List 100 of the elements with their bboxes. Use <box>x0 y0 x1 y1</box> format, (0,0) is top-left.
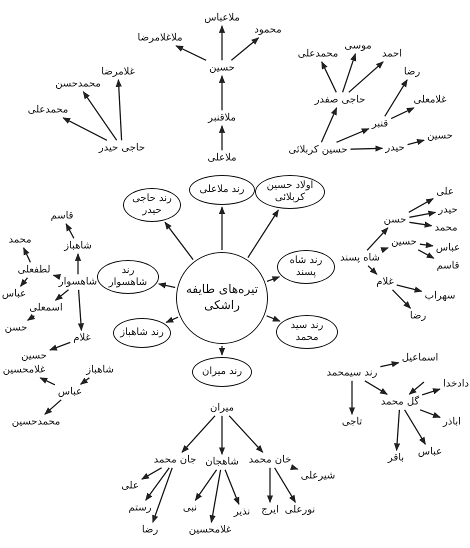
arrow <box>247 209 279 258</box>
arrow <box>266 276 280 282</box>
arrow <box>218 125 226 150</box>
name-label: حسین کربلائی <box>287 144 349 156</box>
arrow <box>164 222 194 260</box>
arrow <box>320 107 338 143</box>
name-label: غلام <box>72 332 92 344</box>
arrow <box>392 289 412 309</box>
name-label: عباس <box>0 288 28 300</box>
name-label: تاجی <box>340 416 364 428</box>
arrow <box>418 249 434 259</box>
name-label: خان محمد <box>248 454 292 466</box>
name-label: ایرج <box>260 504 280 516</box>
name-label: رضا <box>408 310 428 322</box>
arrow <box>228 415 264 453</box>
arrow <box>420 242 434 248</box>
name-label: ملاعلی <box>206 152 238 164</box>
name-label: حسین <box>426 130 454 142</box>
name-label: ملاعباس <box>203 12 241 24</box>
name-label: ملاغلامرضا <box>136 32 184 44</box>
arrow <box>20 277 28 287</box>
arrow <box>44 399 62 415</box>
name-label: اباذر <box>442 416 462 428</box>
arrow <box>364 380 388 395</box>
arrow <box>380 247 389 254</box>
branch-oval: رند سید محمد <box>276 315 338 349</box>
arrow <box>230 37 260 61</box>
name-label: علی <box>435 186 455 198</box>
name-label: غلامرضا <box>100 66 136 78</box>
arrow <box>23 247 31 263</box>
name-label: عباس <box>416 446 444 458</box>
branch-oval: رند شاهباز <box>113 318 171 348</box>
name-label: حیدر <box>437 204 459 216</box>
name-label: شاهباز <box>85 364 115 376</box>
arrow <box>336 128 370 143</box>
arrow <box>49 342 71 351</box>
arrow <box>266 468 274 504</box>
name-label: قاسم <box>50 210 74 222</box>
name-label: قاسم <box>436 260 460 272</box>
branch-oval: رند میران <box>192 357 252 387</box>
arrow <box>26 314 36 321</box>
name-label: موسی <box>343 40 373 52</box>
arrow <box>218 206 226 250</box>
branch-oval: رند ملاعلی <box>189 175 255 205</box>
name-label: نذیر <box>232 506 252 518</box>
name-label: حسین <box>208 62 236 74</box>
arrow <box>348 61 384 93</box>
arrow <box>181 415 216 453</box>
arrow <box>218 75 226 110</box>
name-label: قنبر <box>370 118 390 130</box>
name-label: محمدعلی <box>26 104 70 116</box>
name-label: میران <box>209 402 235 414</box>
arrow <box>218 25 226 60</box>
name-label: رضا <box>402 66 422 78</box>
arrow <box>290 464 298 470</box>
arrow <box>218 416 226 456</box>
arrow <box>422 388 441 396</box>
name-label: حاجی صفدر <box>314 94 366 106</box>
name-label: محمد <box>434 222 458 234</box>
name-label: محمدحسن <box>54 78 102 90</box>
arrow <box>368 265 378 275</box>
arrow <box>82 91 118 141</box>
name-label: احمد <box>381 48 403 60</box>
branch-oval: رند حاجی حیدر <box>123 188 181 222</box>
branch-oval: اولاد حسین کربلائی <box>255 175 325 209</box>
name-label: حیدر <box>384 142 406 154</box>
arrow <box>80 377 90 385</box>
arrow <box>218 346 226 356</box>
arrow <box>420 409 441 418</box>
arrow <box>74 253 82 274</box>
name-label: حاجی حیدر <box>98 142 146 154</box>
name-label: رضا <box>140 524 160 536</box>
arrow <box>342 53 356 92</box>
arrow <box>408 382 424 395</box>
arrow <box>380 361 400 368</box>
name-label: محمود <box>253 24 283 36</box>
arrow <box>54 289 69 301</box>
arrow <box>274 467 296 503</box>
name-label: حسن <box>4 322 28 334</box>
arrow <box>407 139 425 146</box>
central-circle: تیره‌های طایفه راشکی <box>176 252 268 344</box>
name-label: علی <box>120 480 140 492</box>
arrow <box>409 210 436 218</box>
arrow <box>409 222 432 228</box>
arrow <box>158 282 176 288</box>
arrow <box>152 468 173 524</box>
name-label: حسن <box>382 214 408 226</box>
branch-oval: رند شاه پسند <box>277 250 335 284</box>
name-label: شاهباز <box>63 240 93 252</box>
name-label: محمد <box>8 234 32 246</box>
arrow <box>390 107 415 120</box>
arrow <box>348 380 356 416</box>
name-label: حسین <box>20 350 48 362</box>
arrow <box>165 316 178 323</box>
name-label: شاه پسند <box>339 252 381 264</box>
arrow <box>224 470 240 506</box>
name-label: شیرعلی <box>300 470 336 482</box>
arrow <box>66 223 74 239</box>
name-label: عباس <box>434 242 462 254</box>
name-label: غلامعلی <box>412 94 448 106</box>
